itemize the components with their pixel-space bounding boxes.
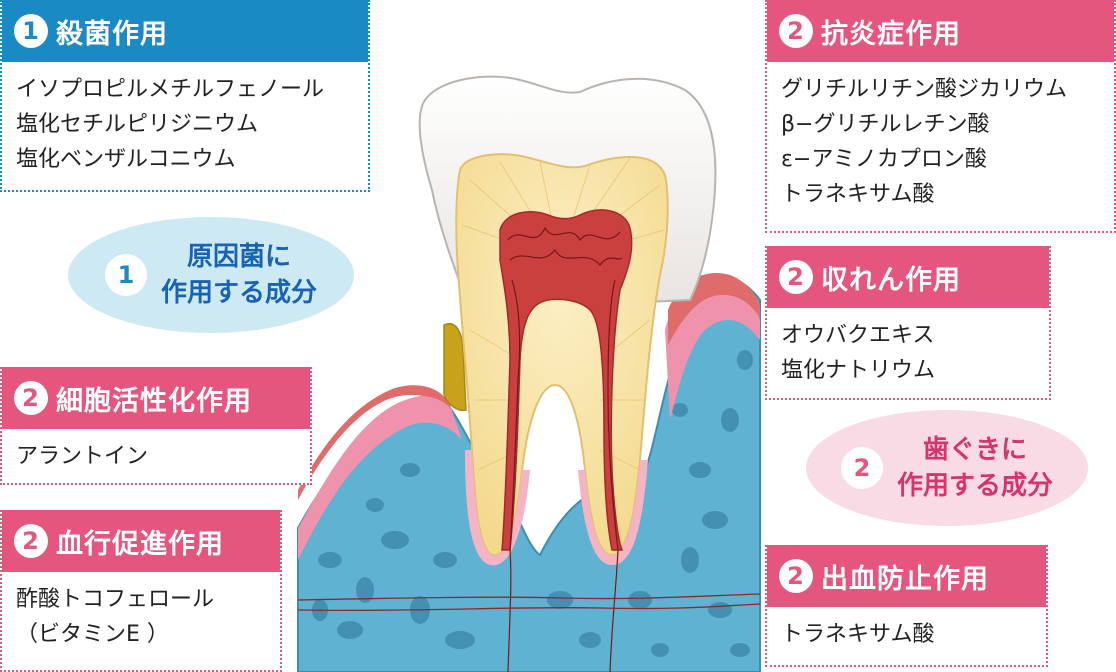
list-item: （ビタミンE ） xyxy=(16,622,169,647)
list-item: 塩化ナトリウム xyxy=(781,358,936,383)
plaque xyxy=(443,323,467,412)
panel-saibou-items: アラントイン xyxy=(2,429,310,484)
panel-koenshou-items: グリチルリチン酸ジカリウム β−グリチルレチン酸 ε−アミノカプロン酸 トラネキ… xyxy=(767,62,1114,222)
panel-kekkou-items: 酢酸トコフェロール （ビタミンE ） xyxy=(2,572,280,662)
list-item: 塩化ベンザルコニウム xyxy=(16,147,236,172)
number-badge: 2 xyxy=(840,447,883,489)
list-item: 塩化セチルピリジニウム xyxy=(16,112,259,137)
panel-sakkin: 1 殺菌作用 イソプロピルメチルフェノール 塩化セチルピリジニウム 塩化ベンザル… xyxy=(0,0,370,192)
gum-right xyxy=(665,279,760,420)
panel-shiketsu: 2 出血防止作用 トラネキサム酸 xyxy=(765,545,1048,667)
badge-haguki-text: 歯ぐきに 作用する成分 xyxy=(897,432,1053,504)
panel-saibou-title: 細胞活性化作用 xyxy=(56,385,252,417)
number-badge: 2 xyxy=(14,524,48,558)
badge-genin: 1 原因菌に 作用する成分 xyxy=(68,217,354,333)
badge-genin-line2: 作用する成分 xyxy=(160,278,317,308)
pulp-vessels xyxy=(507,226,623,672)
badge-genin-line1: 原因菌に xyxy=(186,242,291,272)
cementum xyxy=(465,450,530,566)
panel-shuuren-title: 収れん作用 xyxy=(821,264,961,296)
panel-shiketsu-title: 出血防止作用 xyxy=(821,563,989,595)
panel-shuuren-header: 2 収れん作用 xyxy=(767,246,1049,308)
list-item: ε−アミノカプロン酸 xyxy=(781,147,987,172)
panel-kekkou-header: 2 血行促進作用 xyxy=(2,510,280,572)
panel-sakkin-items: イソプロピルメチルフェノール 塩化セチルピリジニウム 塩化ベンザルコニウム xyxy=(2,62,368,187)
list-item: オウバクエキス xyxy=(781,323,935,348)
badge-genin-text: 原因菌に 作用する成分 xyxy=(161,239,317,311)
badge-haguki: 2 歯ぐきに 作用する成分 xyxy=(806,410,1088,526)
panel-saibou: 2 細胞活性化作用 アラントイン xyxy=(0,367,312,485)
gum-left xyxy=(298,394,462,560)
panel-kekkou: 2 血行促進作用 酢酸トコフェロール （ビタミンE ） xyxy=(0,510,282,672)
number-badge: 2 xyxy=(779,559,813,593)
panel-shuuren-items: オウバクエキス 塩化ナトリウム xyxy=(767,308,1049,398)
panel-shiketsu-header: 2 出血防止作用 xyxy=(767,545,1046,607)
number-badge: 1 xyxy=(104,254,147,296)
pulp xyxy=(499,209,633,551)
number-badge: 1 xyxy=(14,14,48,48)
panel-kekkou-title: 血行促進作用 xyxy=(56,528,224,560)
bone-pores xyxy=(312,350,753,657)
list-item: アラントイン xyxy=(16,444,149,469)
number-badge: 2 xyxy=(779,14,813,48)
panel-sakkin-header: 1 殺菌作用 xyxy=(2,0,368,62)
panel-shiketsu-items: トラネキサム酸 xyxy=(767,607,1046,662)
panel-koenshou-header: 2 抗炎症作用 xyxy=(767,0,1114,62)
panel-saibou-header: 2 細胞活性化作用 xyxy=(2,367,310,429)
panel-shuuren: 2 収れん作用 オウバクエキス 塩化ナトリウム xyxy=(765,246,1051,400)
list-item: トラネキサム酸 xyxy=(781,182,935,207)
list-item: トラネキサム酸 xyxy=(781,622,935,647)
number-badge: 2 xyxy=(779,260,813,294)
list-item: 酢酸トコフェロール xyxy=(16,587,215,612)
panel-koenshou-title: 抗炎症作用 xyxy=(821,18,961,50)
list-item: イソプロピルメチルフェノール xyxy=(16,77,325,102)
panel-koenshou: 2 抗炎症作用 グリチルリチン酸ジカリウム β−グリチルレチン酸 ε−アミノカプ… xyxy=(765,0,1116,233)
list-item: グリチルリチン酸ジカリウム xyxy=(781,77,1068,102)
panel-sakkin-title: 殺菌作用 xyxy=(56,18,168,50)
number-badge: 2 xyxy=(14,381,48,415)
list-item: β−グリチルレチン酸 xyxy=(781,112,990,137)
gum-left-edge xyxy=(298,385,452,500)
bottom-vessels xyxy=(297,593,761,612)
badge-haguki-line2: 作用する成分 xyxy=(896,471,1053,501)
badge-haguki-line1: 歯ぐきに xyxy=(922,435,1027,465)
